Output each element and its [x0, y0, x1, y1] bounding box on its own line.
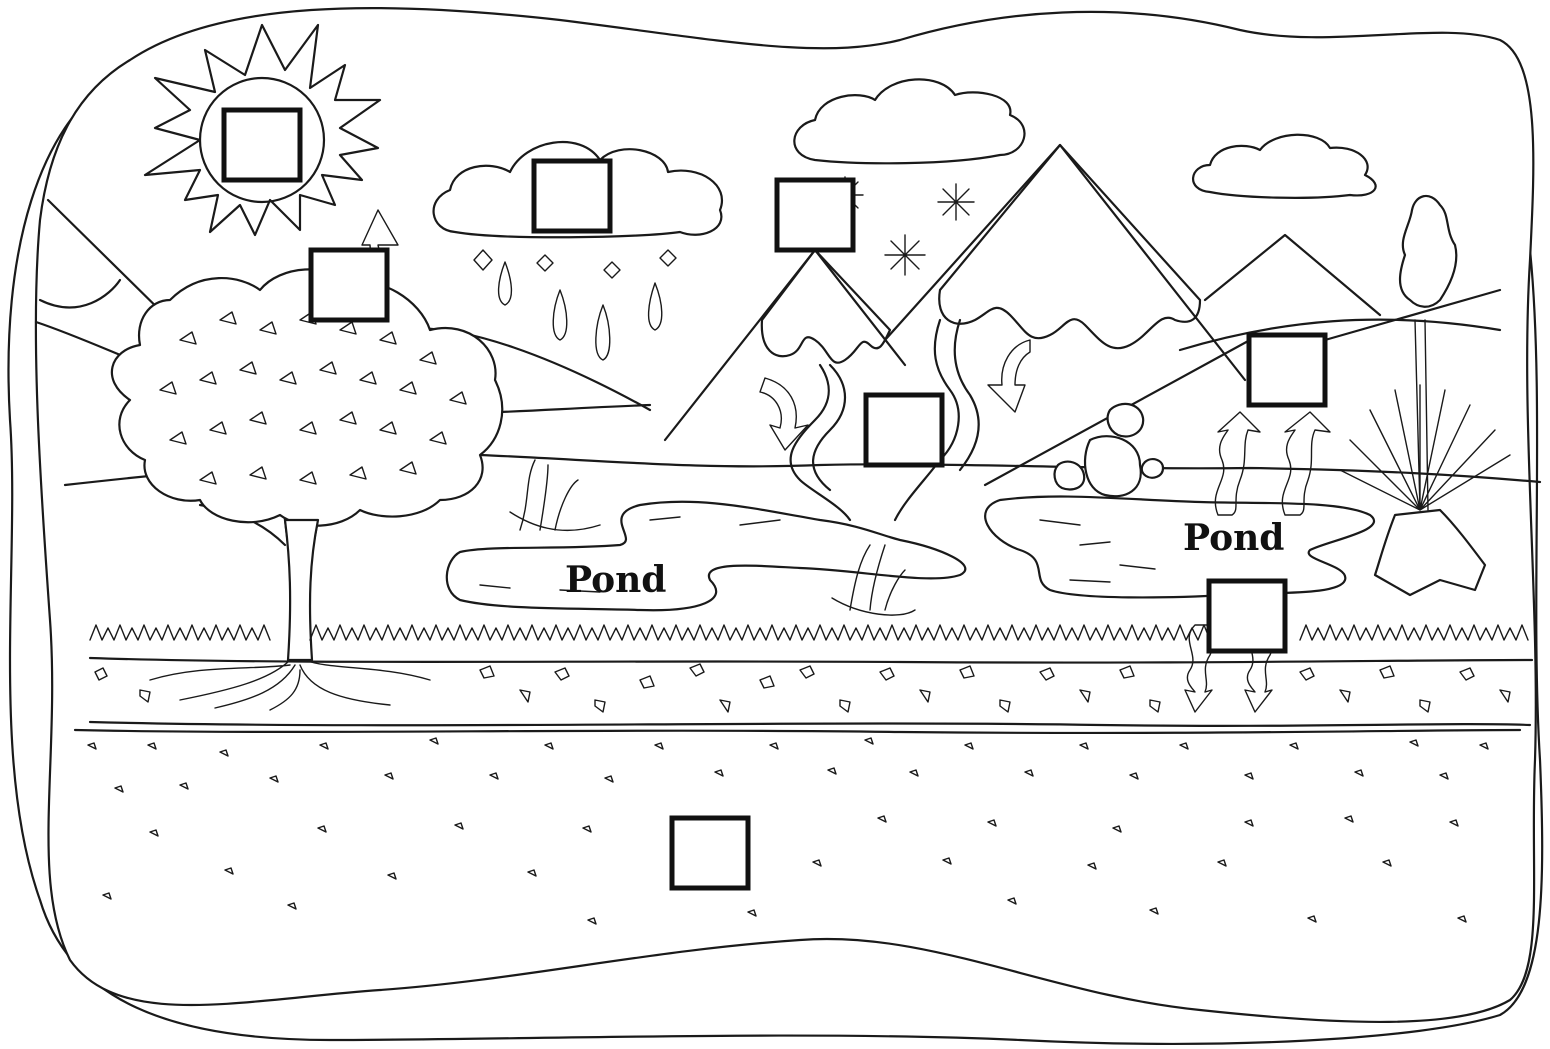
hill-right	[1203, 233, 1382, 317]
evaporation-arrow-icon-2	[1281, 411, 1331, 516]
grass-tuft-icon	[509, 459, 601, 532]
rain-icon	[473, 249, 677, 361]
pond-left-label: Pond	[565, 559, 666, 601]
pond-left-icon	[445, 500, 967, 612]
answer-box-evaporation[interactable]	[1246, 332, 1328, 408]
mountain-left-snow	[760, 248, 892, 364]
pond-ripples	[479, 516, 1156, 593]
hill-right-slope	[1178, 318, 1502, 352]
sun-rays	[143, 23, 382, 237]
runoff-stream-2	[812, 363, 847, 492]
mountain-big-snow	[938, 143, 1202, 350]
yucca-icon	[1339, 194, 1511, 597]
answer-box-groundwater[interactable]	[669, 815, 751, 891]
down-arrow-left-icon	[759, 377, 809, 451]
soil-line-mid	[88, 720, 1532, 727]
cactus-icon	[1053, 402, 1165, 498]
stones-icon	[87, 737, 1489, 925]
pond-right-label: Pond	[1183, 517, 1284, 559]
tree-roots-icon	[149, 659, 431, 711]
answer-box-transpiration[interactable]	[308, 247, 390, 323]
answer-box-sun[interactable]	[221, 107, 303, 183]
pond-right-icon	[984, 495, 1375, 599]
frame-back	[7, 58, 1544, 1045]
grass-line	[89, 624, 1529, 641]
answer-box-infiltration[interactable]	[1206, 578, 1288, 654]
cloud-top-icon	[793, 78, 1026, 165]
cloud-small-icon	[1192, 133, 1377, 199]
runoff-stream	[789, 363, 852, 522]
answer-box-runoff[interactable]	[863, 392, 945, 468]
answer-box-rain-cloud[interactable]	[531, 158, 613, 234]
soil-line-bottom	[73, 728, 1522, 735]
evaporation-arrow-icon	[1214, 411, 1261, 516]
runoff-stream-3	[893, 318, 960, 522]
grass-tuft-icon-2	[831, 544, 916, 616]
soil-line-top	[88, 656, 1534, 664]
answer-box-snow[interactable]	[774, 177, 856, 253]
pebbles-icon	[94, 663, 1511, 713]
hill-left-peak	[38, 278, 122, 309]
sun-icon	[143, 23, 382, 237]
runoff-stream-4	[953, 318, 980, 472]
down-arrow-right-icon	[987, 339, 1031, 413]
